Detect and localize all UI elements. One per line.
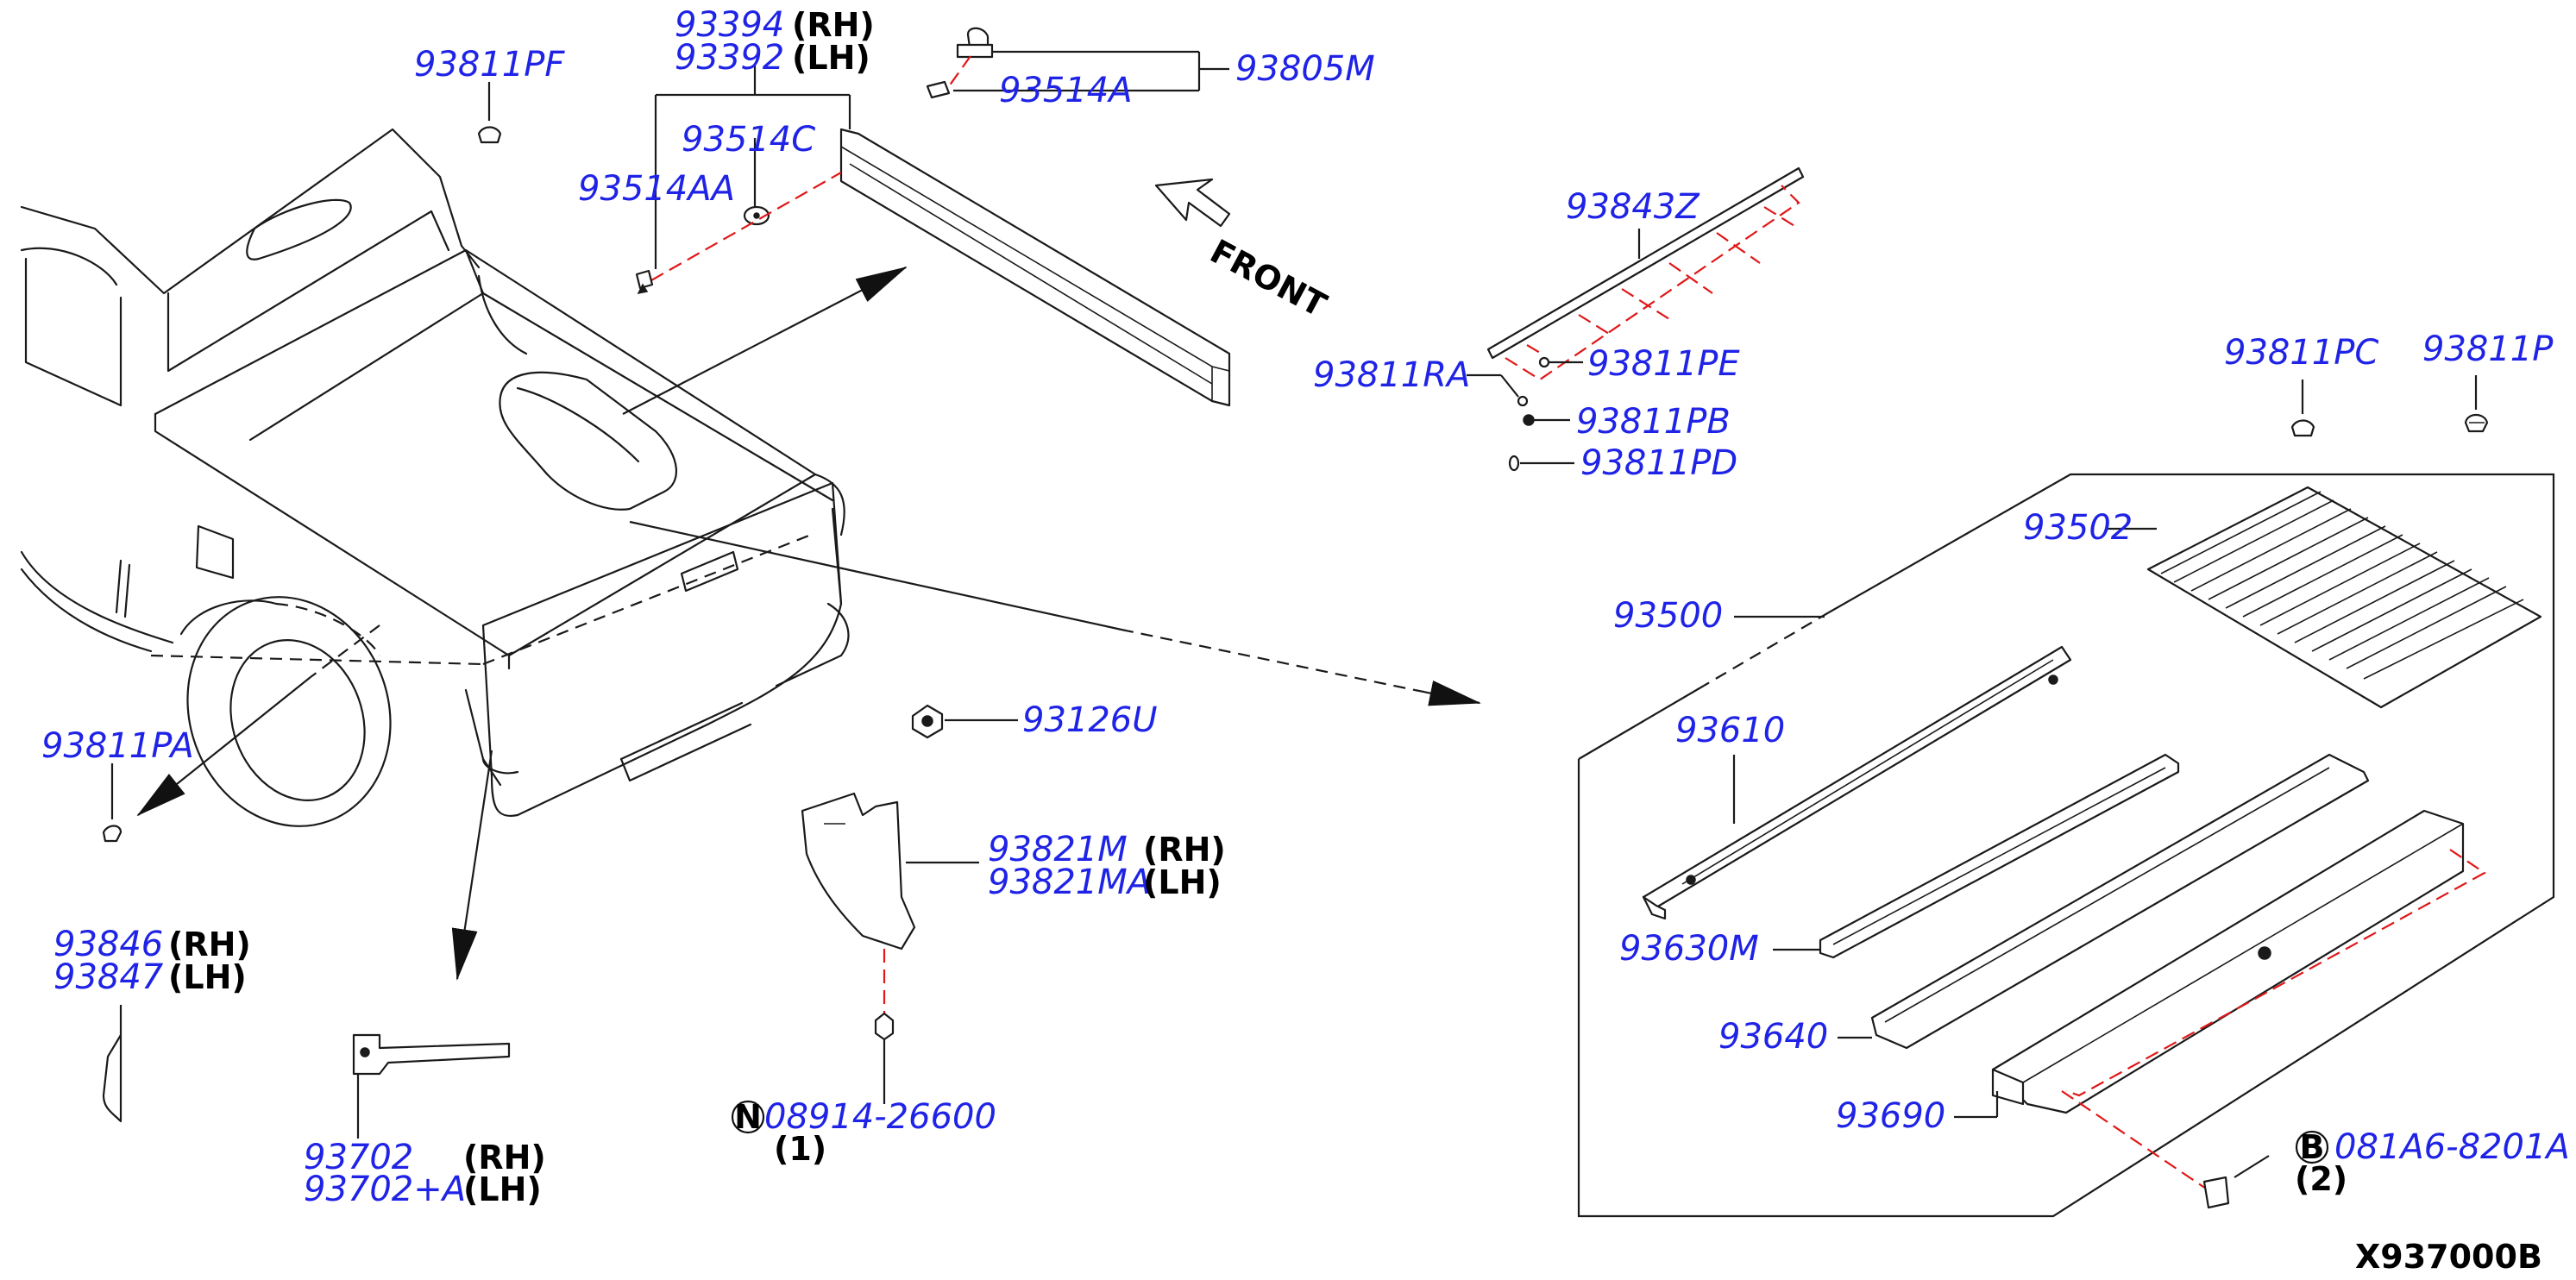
label-93502: 93502 <box>2023 508 2133 548</box>
label-93811PB: 93811PB <box>1576 402 1731 442</box>
label-93811RA: 93811RA <box>1313 355 1470 395</box>
diagram-code: X937000B <box>2355 1238 2542 1276</box>
crossmember-93610 <box>1642 645 2072 920</box>
nut-symbol-letter: N <box>734 1098 762 1136</box>
mudguard-clip-93811PA <box>102 763 123 843</box>
label-93514A: 93514A <box>999 71 1133 110</box>
bed-protector-strip <box>1467 166 1805 472</box>
clip-fastener <box>926 27 1229 99</box>
protector-93846 <box>102 1005 123 1123</box>
label-93805M: 93805M <box>1235 49 1375 89</box>
label-93702A-lh: (LH) <box>463 1170 542 1208</box>
bolt-081A6 <box>2202 1155 2270 1209</box>
bracket-93702 <box>352 1033 511 1139</box>
label-93702-rh: (RH) <box>463 1139 546 1176</box>
bed-rail-assembly <box>635 65 1231 407</box>
label-93811PE: 93811PE <box>1587 344 1740 384</box>
small-clips <box>477 82 2489 437</box>
front-label: FRONT <box>1204 232 1333 324</box>
crossmember-93630M <box>1773 753 2180 959</box>
label-93846: 93846 <box>53 925 163 964</box>
label-93811P: 93811P <box>2422 329 2554 369</box>
label-93811PD: 93811PD <box>1580 443 1737 483</box>
label-93640: 93640 <box>1718 1017 1828 1057</box>
label-93702: 93702 <box>304 1138 413 1177</box>
label-93821M-rh: (RH) <box>1143 831 1226 869</box>
truck-bed-illustration <box>20 128 850 827</box>
label-93811PA: 93811PA <box>41 726 194 766</box>
mudguard-93821M <box>801 792 979 1104</box>
front-direction-arrow <box>1154 178 1231 228</box>
bolt-symbol-letter: B <box>2300 1128 2325 1166</box>
label-93394-rh: (RH) <box>792 6 875 44</box>
floor-panel <box>2105 486 2542 709</box>
label-93821M: 93821M <box>988 830 1128 869</box>
bolt-symbol: B <box>2295 1128 2329 1166</box>
crossmember-93690 <box>1954 809 2487 1191</box>
label-08914-qty: (1) <box>774 1130 826 1168</box>
label-93392: 93392 <box>675 38 784 78</box>
nut-93126U <box>911 704 1018 739</box>
floor-assembly-frame <box>1577 473 2555 1218</box>
label-93702A: 93702+A <box>304 1170 466 1209</box>
label-93811PC: 93811PC <box>2224 333 2378 373</box>
label-93843Z: 93843Z <box>1566 187 1700 227</box>
label-93821MA: 93821MA <box>988 863 1151 902</box>
label-93514AA: 93514AA <box>578 169 735 209</box>
label-93126U: 93126U <box>1022 700 1158 740</box>
label-93690: 93690 <box>1836 1096 1945 1136</box>
label-081A6-8201A: 081A6-8201A <box>2334 1127 2570 1167</box>
part-labels: 93811PF 93394 (RH) 93392 (LH) 93514C 935… <box>41 5 2570 1276</box>
label-93514C: 93514C <box>682 120 815 160</box>
label-93847-lh: (LH) <box>168 958 247 996</box>
label-93847: 93847 <box>53 957 164 997</box>
label-93500: 93500 <box>1613 596 1723 636</box>
label-93630M: 93630M <box>1619 929 1759 969</box>
label-08914-26600: 08914-26600 <box>764 1097 996 1137</box>
label-93846-rh: (RH) <box>168 925 251 963</box>
callout-arrows <box>136 267 1481 981</box>
label-93811PF: 93811PF <box>414 45 565 85</box>
label-93610: 93610 <box>1675 711 1785 750</box>
label-93394: 93394 <box>675 5 784 45</box>
nut-symbol: N <box>731 1098 765 1136</box>
label-93392-lh: (LH) <box>792 39 870 77</box>
label-93821MA-lh: (LH) <box>1143 863 1222 901</box>
crossmember-93640 <box>1838 753 2370 1050</box>
label-081A6-qty: (2) <box>2295 1160 2347 1198</box>
